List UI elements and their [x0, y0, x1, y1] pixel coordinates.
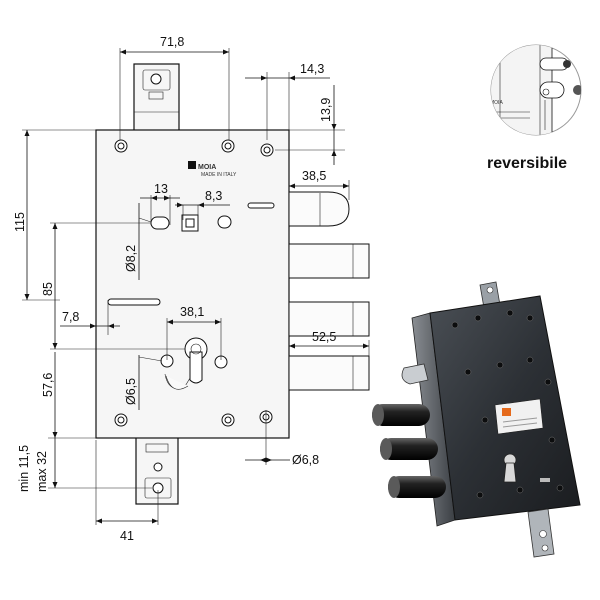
top-mounting-tab: [133, 63, 180, 135]
dim-13-9: 13,9: [319, 98, 333, 122]
product-bolts: [372, 404, 446, 498]
cylinder-cutout: [160, 337, 228, 390]
dim-7-8: 7,8: [62, 310, 79, 324]
deadbolts: [288, 243, 370, 391]
dimension-lines: [22, 48, 370, 525]
dim-diameter-6-8: Ø6,8: [292, 453, 319, 467]
lock-plate: [95, 129, 290, 439]
dim-57-6: 57,6: [41, 373, 55, 397]
dim-41: 41: [120, 529, 134, 543]
screw-holes: [114, 139, 274, 427]
dim-38-1: 38,1: [180, 305, 204, 319]
dimension-labels: 71,8 14,3 13,9 38,5 13 8,3 115 Ø8,2 85 7…: [13, 35, 336, 543]
reversible-inset: MOIA reversibile: [487, 44, 582, 172]
dim-71-8: 71,8: [160, 35, 184, 49]
upper-hardware: [150, 202, 275, 232]
product-label: [494, 398, 544, 435]
dim-14-3: 14,3: [300, 62, 324, 76]
dim-85: 85: [41, 282, 55, 296]
lock-technical-drawing: MOIA MADE IN ITALY: [13, 35, 370, 543]
dim-38-5: 38,5: [302, 169, 326, 183]
made-in-text: MADE IN ITALY: [201, 172, 237, 178]
dim-13: 13: [154, 182, 168, 196]
brand-text: MOIA: [198, 164, 216, 171]
dim-52-5: 52,5: [312, 330, 336, 344]
reversible-label: reversibile: [487, 155, 567, 172]
middle-slot: [107, 298, 161, 306]
latch-bolt: [288, 191, 350, 227]
dim-8-3: 8,3: [205, 189, 222, 203]
bottom-mounting-tab: [135, 436, 179, 505]
dim-diameter-6-5: Ø6,5: [124, 378, 138, 405]
inset-brand-text: MOIA: [490, 100, 503, 106]
dim-115: 115: [13, 212, 27, 232]
dim-max-32: max 32: [35, 451, 49, 492]
lock-product-photo: [372, 281, 581, 558]
dim-diameter-8-2: Ø8,2: [124, 245, 138, 272]
dim-min-11-5: min 11,5: [17, 445, 31, 492]
brand-logo: MOIA MADE IN ITALY: [188, 161, 237, 178]
